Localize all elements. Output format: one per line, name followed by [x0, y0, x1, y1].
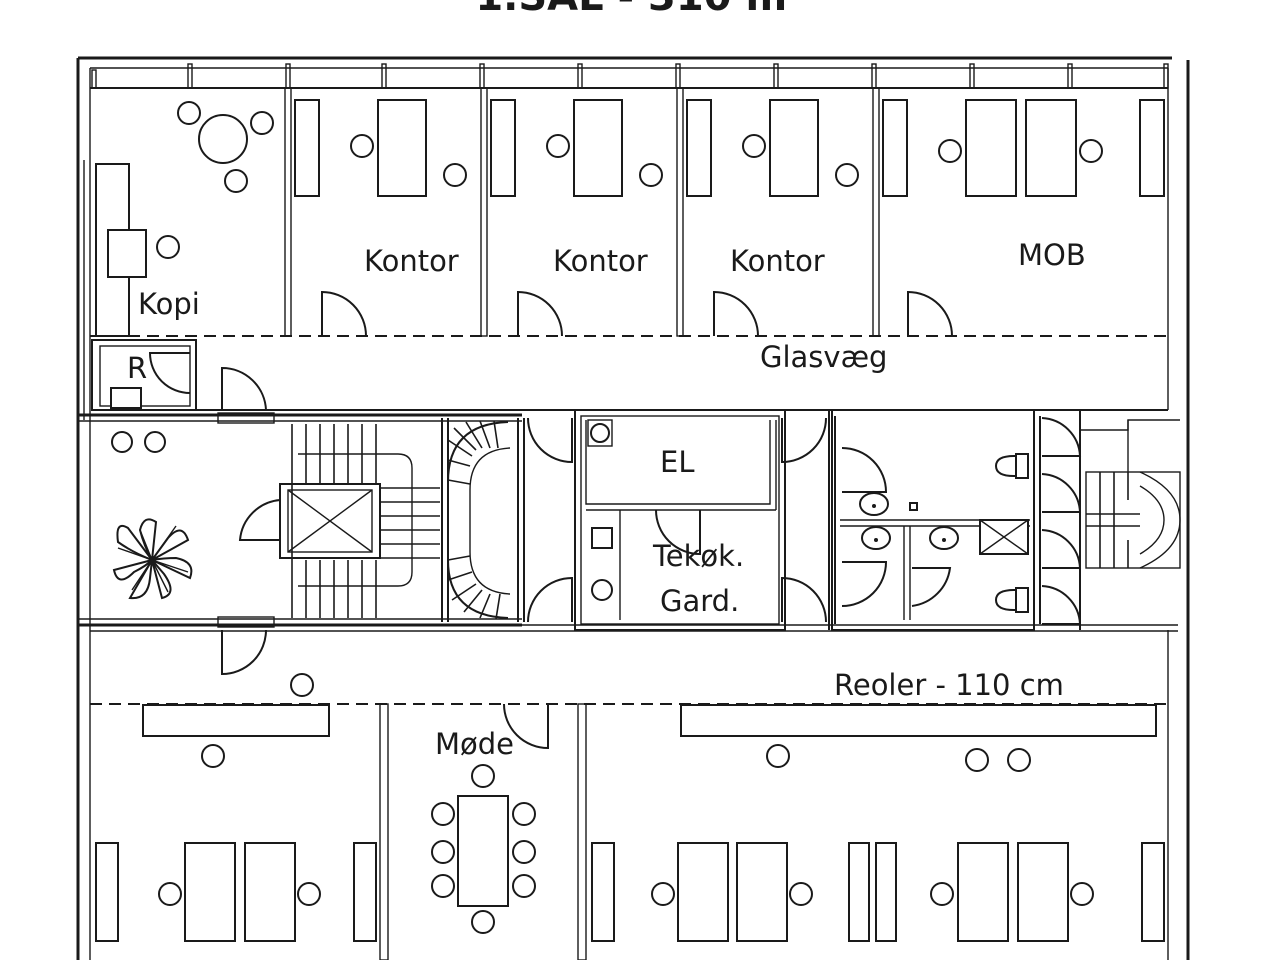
plant-icon — [111, 431, 193, 600]
toilets — [840, 447, 1030, 620]
outer-walls — [76, 56, 1190, 960]
room-label-kopi: Kopi — [138, 287, 200, 321]
office-doors — [321, 290, 953, 337]
room-label-mob: MOB — [1018, 238, 1086, 272]
mob-furniture — [882, 99, 1165, 197]
toilet-icon — [994, 453, 1029, 613]
corridor-door — [221, 366, 267, 411]
office-3-furniture — [686, 99, 859, 197]
room-label-el: EL — [660, 445, 694, 479]
shelving — [142, 704, 1157, 737]
bottom-right-furniture — [591, 744, 1165, 942]
kopi-furniture — [95, 101, 274, 337]
spiral-stair-icon — [447, 420, 511, 620]
room-label-kontor-3: Kontor — [730, 244, 825, 278]
meeting-room-furniture — [431, 764, 536, 934]
room-label-reoler: Reoler - 110 cm — [834, 668, 1064, 702]
sink-icon — [859, 492, 959, 550]
core-walls — [78, 409, 1178, 632]
room-label-r: R — [127, 351, 147, 385]
floor-title: 1.SAL - 310 m² — [475, 0, 804, 20]
stairs-icon — [238, 424, 440, 618]
room-label-tekok: Tekøk. — [652, 539, 744, 573]
office-2-furniture — [490, 99, 663, 197]
r-room — [91, 339, 197, 411]
right-stairs-icon — [1041, 417, 1181, 625]
office-1-furniture — [294, 99, 467, 197]
room-label-glasvaeg: Glasvæg — [760, 340, 887, 374]
el-room — [585, 419, 777, 620]
elevator-icon — [279, 483, 381, 559]
core-doors — [221, 417, 827, 676]
room-label-kontor-1: Kontor — [364, 244, 459, 278]
room-label-kontor-2: Kontor — [553, 244, 648, 278]
bottom-left-furniture — [95, 744, 377, 942]
room-label-mode: Møde — [435, 727, 514, 761]
room-label-gard: Gard. — [660, 584, 739, 618]
